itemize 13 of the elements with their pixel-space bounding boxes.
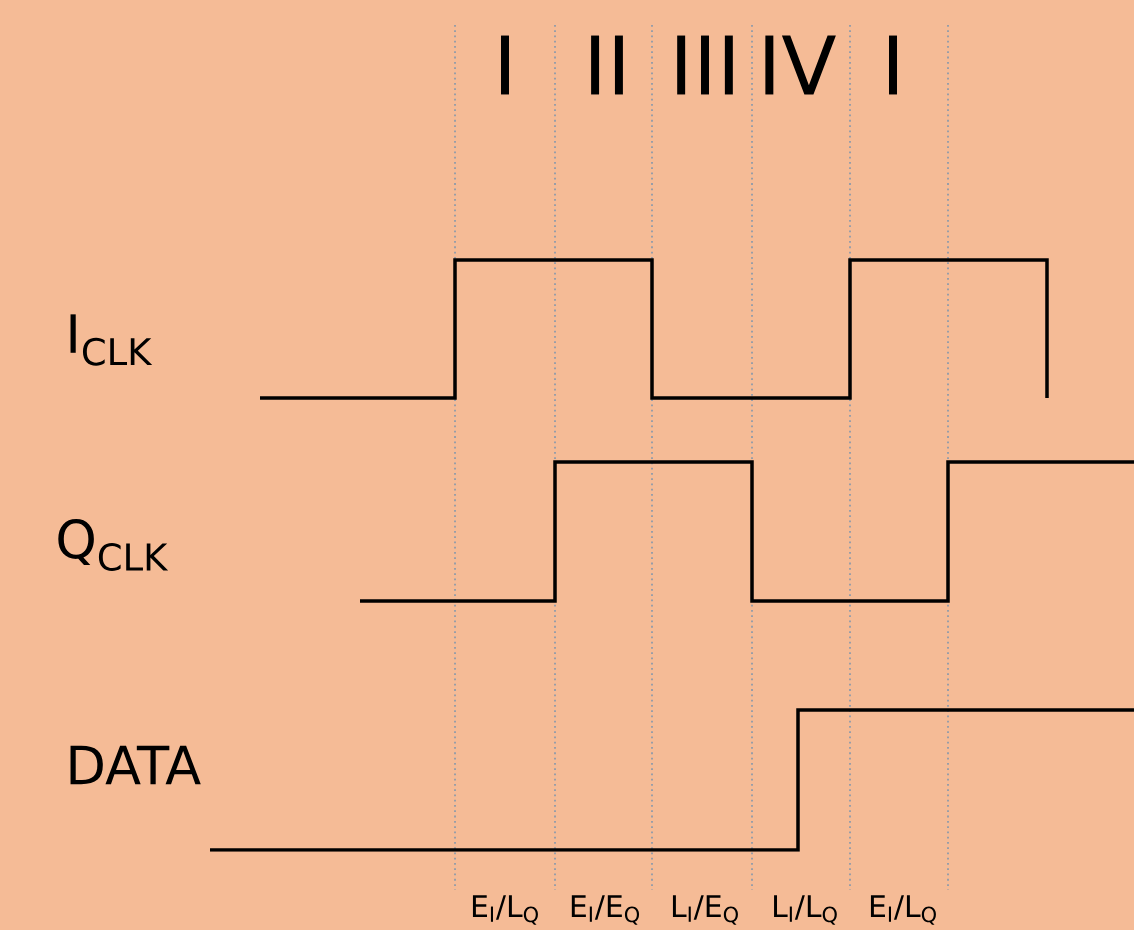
state-label: E$_{I}$/L$_{Q}$ [870,895,936,925]
state-label: L$_{I}$/E$_{Q}$ [672,895,738,925]
signal-label: Q$_{CLK}$ [58,519,169,571]
state-label: L$_{I}$/L$_{Q}$ [774,895,837,925]
phase-label: I [501,35,509,95]
state-label: E$_{I}$/E$_{Q}$ [571,895,640,925]
phase-label: II [591,35,623,95]
state-label: E$_{I}$/L$_{Q}$ [472,895,538,925]
phase-label: I [889,35,897,95]
signal-label: DATA [70,745,201,785]
phase-label: III [677,35,733,95]
signal-label: I$_{CLK}$ [70,314,153,366]
phase-label: IV [765,35,836,95]
